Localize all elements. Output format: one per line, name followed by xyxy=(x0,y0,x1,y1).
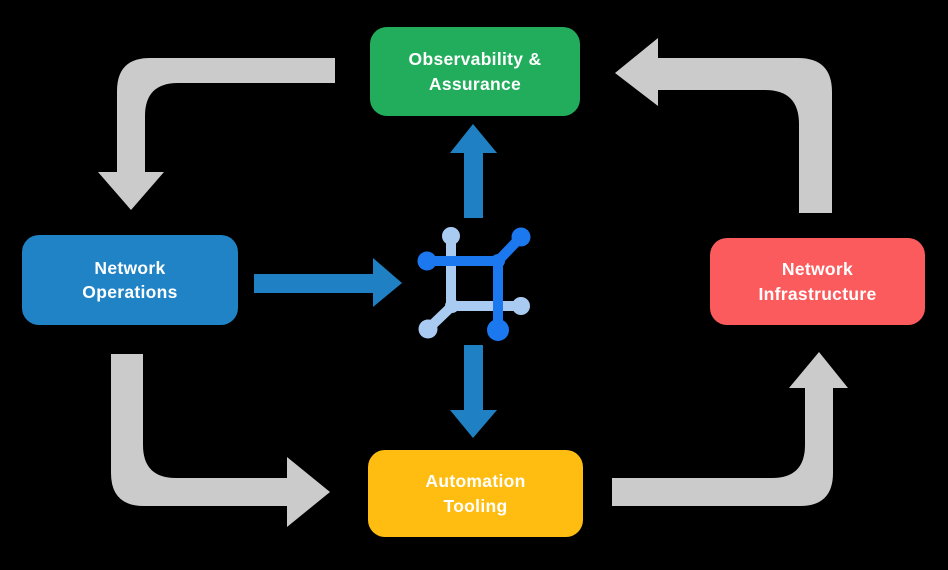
node-observability-assurance: Observability & Assurance xyxy=(370,27,580,116)
arrow-center-to-automation xyxy=(450,345,497,438)
network-mesh-icon-dark-nodes xyxy=(417,227,531,341)
blue-center-arrows xyxy=(254,124,497,438)
arrow-automation-to-infrastructure xyxy=(612,352,848,506)
node-automation-tooling-label: Automation Tooling xyxy=(425,471,526,516)
network-mesh-icon-light-nodes xyxy=(418,227,530,339)
gray-cycle-arrows xyxy=(98,38,848,527)
node-observability-assurance-label: Observability & Assurance xyxy=(408,49,542,94)
node-network-operations: Network Operations xyxy=(22,235,238,325)
node-network-operations-label: Network Operations xyxy=(82,257,178,302)
arrow-infrastructure-to-observability xyxy=(615,38,832,213)
arrow-observability-to-operations xyxy=(98,58,335,210)
node-network-infrastructure-label: Network Infrastructure xyxy=(758,259,877,304)
node-network-infrastructure: Network Infrastructure xyxy=(710,238,925,325)
arrow-operations-to-automation xyxy=(111,354,330,527)
network-mesh-icon xyxy=(417,227,531,341)
arrow-operations-to-center xyxy=(254,258,402,307)
arrow-center-to-observability xyxy=(450,124,497,218)
node-automation-tooling: Automation Tooling xyxy=(368,450,583,537)
